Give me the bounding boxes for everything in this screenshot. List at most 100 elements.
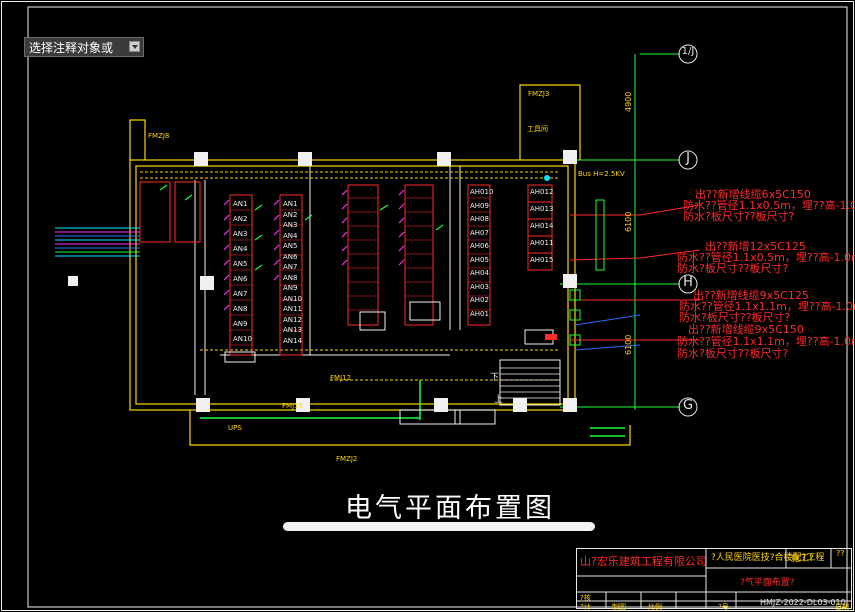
tb-label-number: ?号 bbox=[718, 603, 729, 611]
an-label-a-1: AN2 bbox=[233, 215, 248, 223]
grid-bubble-j bbox=[678, 150, 698, 170]
ah-label-5: AH05 bbox=[470, 255, 489, 264]
title-underline bbox=[283, 522, 595, 531]
grid-bubble-h bbox=[678, 274, 698, 294]
ah-right-label-4: AH015 bbox=[530, 256, 554, 264]
note-2-line1: 出??新增12x5C125 bbox=[705, 240, 806, 253]
title-block bbox=[576, 548, 852, 609]
dim-6100-b: 6100 bbox=[624, 334, 633, 355]
note-4-line3: 防水?板尺寸??板尺寸? bbox=[677, 347, 789, 360]
cabinet-marks bbox=[223, 189, 405, 311]
tb-label-date: 日期 bbox=[835, 603, 849, 611]
tb-label-design: ?计 bbox=[580, 603, 591, 611]
an-label-b-4: AN5 bbox=[283, 242, 298, 250]
company-name: 山?宏乐建筑工程有限公司 bbox=[580, 555, 707, 568]
grid-label-g: G bbox=[682, 398, 694, 413]
boxes-right bbox=[569, 199, 605, 346]
ah-label-1: AH09 bbox=[470, 201, 489, 210]
fm-label-bottom: FMJ15 bbox=[282, 402, 304, 410]
grid-lines bbox=[560, 53, 680, 410]
dropdown-arrow-icon[interactable] bbox=[129, 41, 140, 52]
grid-label-j: J bbox=[686, 151, 690, 166]
an-label-a-4: AN5 bbox=[233, 260, 248, 268]
an-label-b-3: AN4 bbox=[283, 231, 298, 240]
ah-label-7: AH03 bbox=[470, 282, 489, 291]
stair bbox=[500, 367, 560, 399]
grid-label-1j: 1/J bbox=[681, 46, 695, 57]
sheet-border bbox=[27, 6, 848, 608]
tb-label-scale: 比例 bbox=[648, 603, 662, 611]
room-label-tools: 工具间 bbox=[527, 125, 548, 133]
an-label-b-7: AN8 bbox=[283, 273, 298, 282]
an-label-a-2: AN3 bbox=[233, 230, 248, 238]
inner-boxes bbox=[224, 301, 554, 425]
note-3-line3: 防水?板尺寸??板尺寸? bbox=[679, 311, 791, 324]
tb-label-draw: 制图 bbox=[612, 603, 626, 611]
stage-label: 施工? bbox=[791, 554, 814, 564]
note-1-line1: 出??新增线缆6x5C150 bbox=[695, 188, 811, 201]
outgoing-cables bbox=[569, 204, 701, 351]
dim-6100-a: 6100 bbox=[624, 211, 633, 232]
ah-label-8: AH02 bbox=[470, 296, 489, 304]
ah-right-label-1: AH013 bbox=[530, 205, 554, 213]
an-label-b-9: AN10 bbox=[283, 294, 302, 303]
an-label-a-7: AN8 bbox=[233, 305, 248, 313]
ah-label-4: AH06 bbox=[470, 242, 489, 250]
an-label-b-13: AN14 bbox=[283, 336, 302, 345]
ah-label-2: AH08 bbox=[470, 215, 489, 223]
ups-label: UPS bbox=[228, 424, 242, 432]
an-label-b-2: AN3 bbox=[283, 221, 298, 229]
ah-label-6: AH04 bbox=[470, 269, 489, 277]
fm-label-left: FMZJ8 bbox=[148, 132, 170, 140]
ground-lines bbox=[200, 380, 625, 437]
fm-label-top: FMZJ3 bbox=[528, 90, 550, 98]
an-label-b-10: AN11 bbox=[283, 305, 302, 313]
an-label-a-8: AN9 bbox=[233, 320, 248, 328]
an-label-b-0: AN1 bbox=[283, 200, 298, 208]
an-label-a-3: AN4 bbox=[233, 245, 248, 253]
note-4-line1: 出??新增线缆9x5C150 bbox=[688, 323, 804, 336]
an-label-b-1: AN2 bbox=[283, 210, 298, 219]
tb-label-review: ?核 bbox=[580, 594, 591, 602]
project-name: ?人民医院医技?合楼配?工程 bbox=[711, 553, 825, 563]
note-4-line2: 防水??管径1.1x1.1m，埋??高-1.0m bbox=[677, 335, 855, 348]
note-3-line1: 出??新增线缆9x5C125 bbox=[693, 289, 809, 302]
an-label-a-6: AN7 bbox=[233, 290, 248, 298]
cabinet-dividers bbox=[230, 197, 490, 346]
an-label-b-8: AN9 bbox=[283, 284, 298, 292]
stair-up-label: 上 bbox=[494, 395, 504, 405]
junction-box bbox=[68, 276, 78, 286]
note-1-line2: 防水??管径1.1x0.5m，埋??高-1.0m bbox=[683, 199, 855, 212]
an-label-b-5: AN6 bbox=[283, 252, 298, 261]
an-label-a-9: AN10 bbox=[233, 335, 252, 343]
ah-label-9: AH01 bbox=[470, 309, 489, 318]
cabinet-row-left bbox=[139, 181, 491, 356]
stair-down-label: 下 bbox=[490, 373, 500, 383]
right-cabinets bbox=[527, 184, 553, 271]
an-label-b-11: AN12 bbox=[283, 315, 302, 324]
sheet-index-label: ?? bbox=[836, 549, 845, 558]
fm-label-mid: FMJ12 bbox=[330, 374, 352, 382]
an-label-b-6: AN7 bbox=[283, 263, 298, 271]
ah-right-label-2: AH014 bbox=[530, 222, 554, 230]
note-2-line2: 防水??管径1.1x0.5m，埋??高-1.0m bbox=[677, 251, 855, 264]
annotation-selector[interactable]: 选择注释对象或 bbox=[24, 37, 144, 57]
an-label-b-12: AN13 bbox=[283, 326, 302, 334]
fm-label-zj2: FMZJ2 bbox=[336, 455, 358, 463]
ah-label-0: AH010 bbox=[470, 188, 494, 196]
drawing-name: ?气平面布置? bbox=[740, 578, 795, 588]
cable-marks-green bbox=[159, 184, 444, 271]
ah-right-label-3: AH011 bbox=[530, 239, 554, 247]
drawing-title: 电气平面布置图 bbox=[345, 493, 555, 524]
grid-bubble-g bbox=[678, 397, 698, 417]
ah-label-3: AH07 bbox=[470, 228, 489, 237]
an-label-a-0: AN1 bbox=[233, 200, 248, 208]
grid-label-h: H bbox=[683, 275, 693, 290]
dim-4900: 4900 bbox=[624, 91, 633, 112]
note-2-line3: 防水?板尺寸??板尺寸? bbox=[677, 262, 789, 275]
columns bbox=[194, 150, 577, 412]
drawing-code: HMJZ-2022-DL03-010 bbox=[760, 598, 846, 607]
grid-bubble-1j bbox=[678, 44, 698, 64]
